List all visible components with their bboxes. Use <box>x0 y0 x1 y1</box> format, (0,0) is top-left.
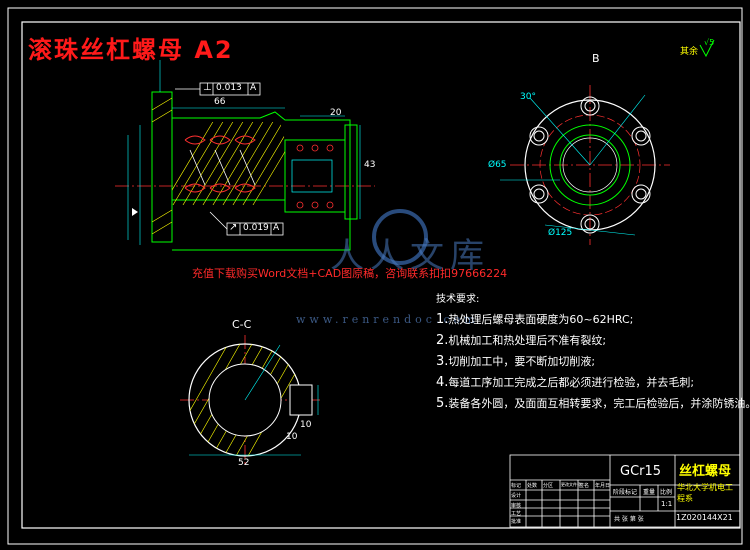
tech-item: 3.切削加工中，要不断加切削液; <box>436 354 596 369</box>
view-b <box>500 85 670 245</box>
main-section-view <box>115 60 375 251</box>
roughness-value: √5 <box>704 38 715 47</box>
school-name: 华北大学机电工程系 <box>677 483 733 503</box>
tb-role: 设计 <box>511 493 522 499</box>
ratio-label: 比例 <box>660 489 673 496</box>
drawing-number: 1Z020144X21 <box>676 513 733 522</box>
roughness-label: 其余 <box>680 47 699 57</box>
material-label: GCr15 <box>620 464 662 479</box>
tech-item: 5.装备各外圆，及面面互相转要求，完工后检验后，并涂防锈油。 <box>436 396 750 411</box>
outer-frame <box>7 7 743 545</box>
circ-value: 0.019 <box>243 223 269 233</box>
section-c-c <box>180 335 320 465</box>
watermark-site: www.renrendoc.com <box>296 313 479 326</box>
tb-role: 审核 <box>511 503 522 509</box>
tb-label: 年月日 <box>595 483 611 489</box>
tb-label: 处数 <box>527 483 538 489</box>
section-cc-label: C-C <box>232 318 252 331</box>
tb-label: 更改文件号 <box>561 482 581 487</box>
part-name: 丝杠螺母 <box>679 464 732 479</box>
dim-10a: 10 <box>300 420 312 430</box>
inner-frame <box>21 21 741 529</box>
tb-label: 分区 <box>543 483 554 489</box>
scale-value: 1:1 <box>661 500 673 508</box>
dim-66: 66 <box>214 97 226 107</box>
tb-label: 标记 <box>511 483 522 489</box>
circ-datum: A <box>273 223 280 233</box>
tb-label: 签名 <box>579 483 590 489</box>
title-block <box>509 454 741 528</box>
perp-datum: A <box>250 83 257 93</box>
stage-label: 阶段标记 <box>613 489 638 496</box>
dim-125: Ø125 <box>548 228 573 238</box>
dim-43: 43 <box>364 160 376 170</box>
circ-symbol: ↗ <box>229 222 238 233</box>
dim-10b: 10 <box>286 432 298 442</box>
perp-value: 0.013 <box>216 83 242 93</box>
sheets-label: 共 张 第 张 <box>614 516 644 523</box>
tech-heading: 技术要求: <box>436 294 480 305</box>
dim-65: Ø65 <box>488 160 507 170</box>
drawing-title: 滚珠丝杠螺母 A2 <box>28 36 234 64</box>
tb-role: 批准 <box>511 519 522 525</box>
tech-item: 2.机械加工和热处理后不准有裂纹; <box>436 333 607 348</box>
tech-item: 1.热处理后螺母表面硬度为60~62HRC; <box>436 312 634 327</box>
tech-item: 4.每道工序加工完成之后都必须进行检验，并去毛刺; <box>436 375 695 390</box>
dim-52: 52 <box>238 458 250 468</box>
watermark-logo-icon <box>372 209 428 265</box>
dim-20: 20 <box>330 108 342 118</box>
technical-requirements: 技术要求: 1.热处理后螺母表面硬度为60~62HRC; 2.机械加工和热处理后… <box>436 290 750 414</box>
watermark-logo-text: 人人文库 <box>330 236 490 276</box>
weight-label: 重量 <box>643 489 656 496</box>
tb-role: 工艺 <box>511 511 522 517</box>
dim-30-deg: 30° <box>520 92 536 102</box>
perp-symbol: ⊥ <box>203 82 212 93</box>
section-b-label: B <box>592 52 600 65</box>
watermark-notice[interactable]: 充值下载购买Word文档+CAD图原稿，咨询联系扣扣97666224 <box>192 267 508 280</box>
